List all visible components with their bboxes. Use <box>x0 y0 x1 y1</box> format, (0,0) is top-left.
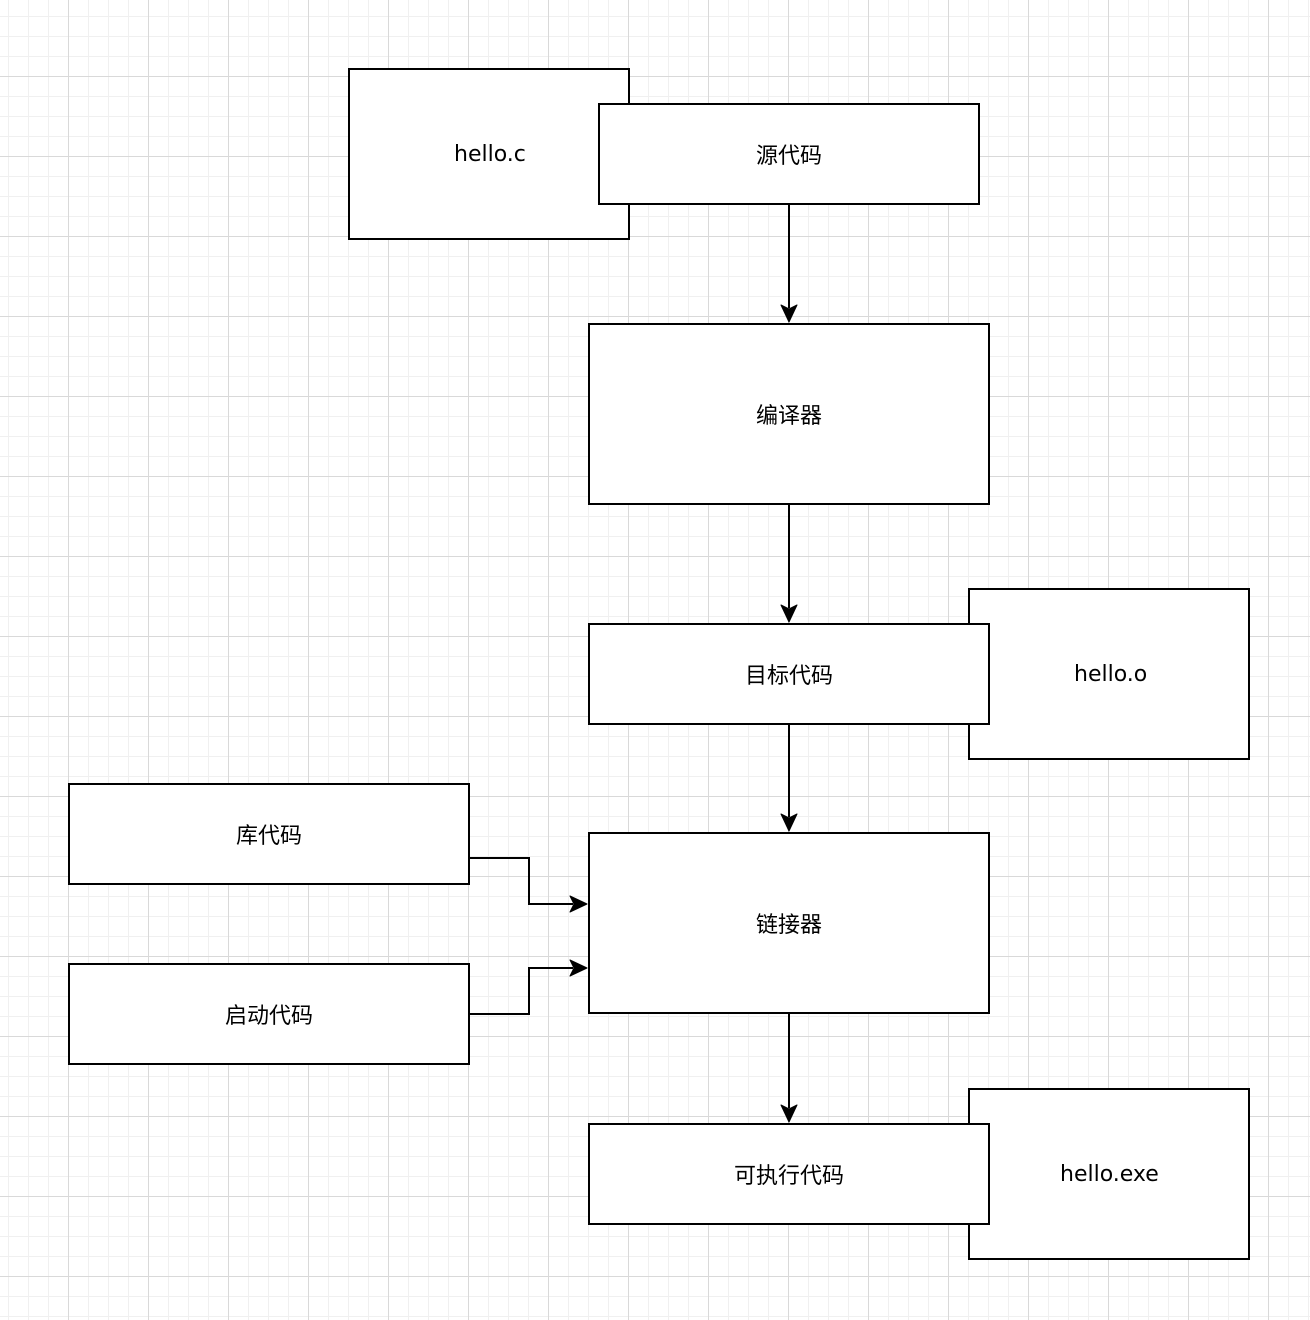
source-code-box[interactable]: 源代码 <box>598 103 980 205</box>
hello-o-label: hello.o <box>1074 661 1148 687</box>
compiler-box[interactable]: 编译器 <box>588 323 990 505</box>
arrowhead-linker-top <box>780 813 798 832</box>
arrowhead-object <box>780 604 798 623</box>
compiler-label: 编译器 <box>755 404 822 429</box>
hello-c-label: hello.c <box>454 141 526 167</box>
source-code-label: 源代码 <box>755 144 822 169</box>
edge-startup-to-linker <box>470 967 573 1015</box>
library-code-box[interactable]: 库代码 <box>68 783 470 885</box>
arrowhead-startup <box>569 959 588 977</box>
linker-box[interactable]: 链接器 <box>588 832 990 1014</box>
startup-code-label: 启动代码 <box>224 1004 313 1029</box>
object-code-box[interactable]: 目标代码 <box>588 623 990 725</box>
executable-code-label: 可执行代码 <box>733 1164 844 1189</box>
object-code-label: 目标代码 <box>744 664 833 689</box>
library-code-label: 库代码 <box>235 824 302 849</box>
hello-exe-file-box[interactable]: hello.exe <box>968 1088 1250 1260</box>
hello-o-file-box[interactable]: hello.o <box>968 588 1250 760</box>
arrowhead-compiler <box>780 304 798 323</box>
arrowhead-library <box>569 895 588 913</box>
linker-label: 链接器 <box>755 913 822 938</box>
hello-exe-label: hello.exe <box>1060 1161 1159 1187</box>
hello-c-file-box[interactable]: hello.c <box>348 68 630 240</box>
executable-code-box[interactable]: 可执行代码 <box>588 1123 990 1225</box>
edge-library-to-linker <box>470 857 573 905</box>
startup-code-box[interactable]: 启动代码 <box>68 963 470 1065</box>
arrowhead-executable <box>780 1104 798 1123</box>
